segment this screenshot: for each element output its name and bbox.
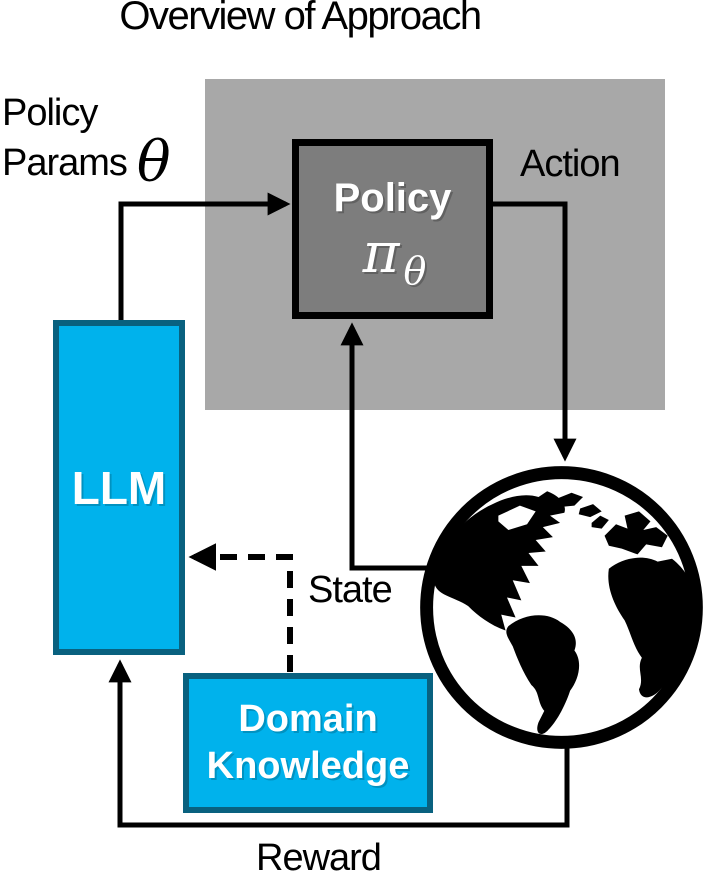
action-label: Action: [520, 143, 621, 185]
theta-subscript: θ: [403, 249, 427, 293]
domain-knowledge-label-line2: Knowledge: [206, 745, 410, 787]
pi-symbol: π: [362, 221, 400, 286]
domain-knowledge-to-llm-dashed-arrow: [188, 543, 293, 672]
theta-symbol: θ: [136, 130, 171, 195]
state-label: State: [308, 569, 393, 611]
llm-node: LLM: [53, 320, 185, 655]
globe-earth-icon: [420, 466, 703, 749]
policy-node-label: Policy: [333, 176, 452, 220]
llm-node-label: LLM: [71, 461, 167, 514]
reward-label: Reward: [256, 837, 382, 877]
domain-knowledge-node: Domain Knowledge: [183, 673, 433, 813]
diagram-title: Overview of Approach: [119, 0, 482, 38]
domain-knowledge-label-line1: Domain: [238, 697, 378, 740]
policy-params-label-line1: Policy: [2, 92, 98, 134]
